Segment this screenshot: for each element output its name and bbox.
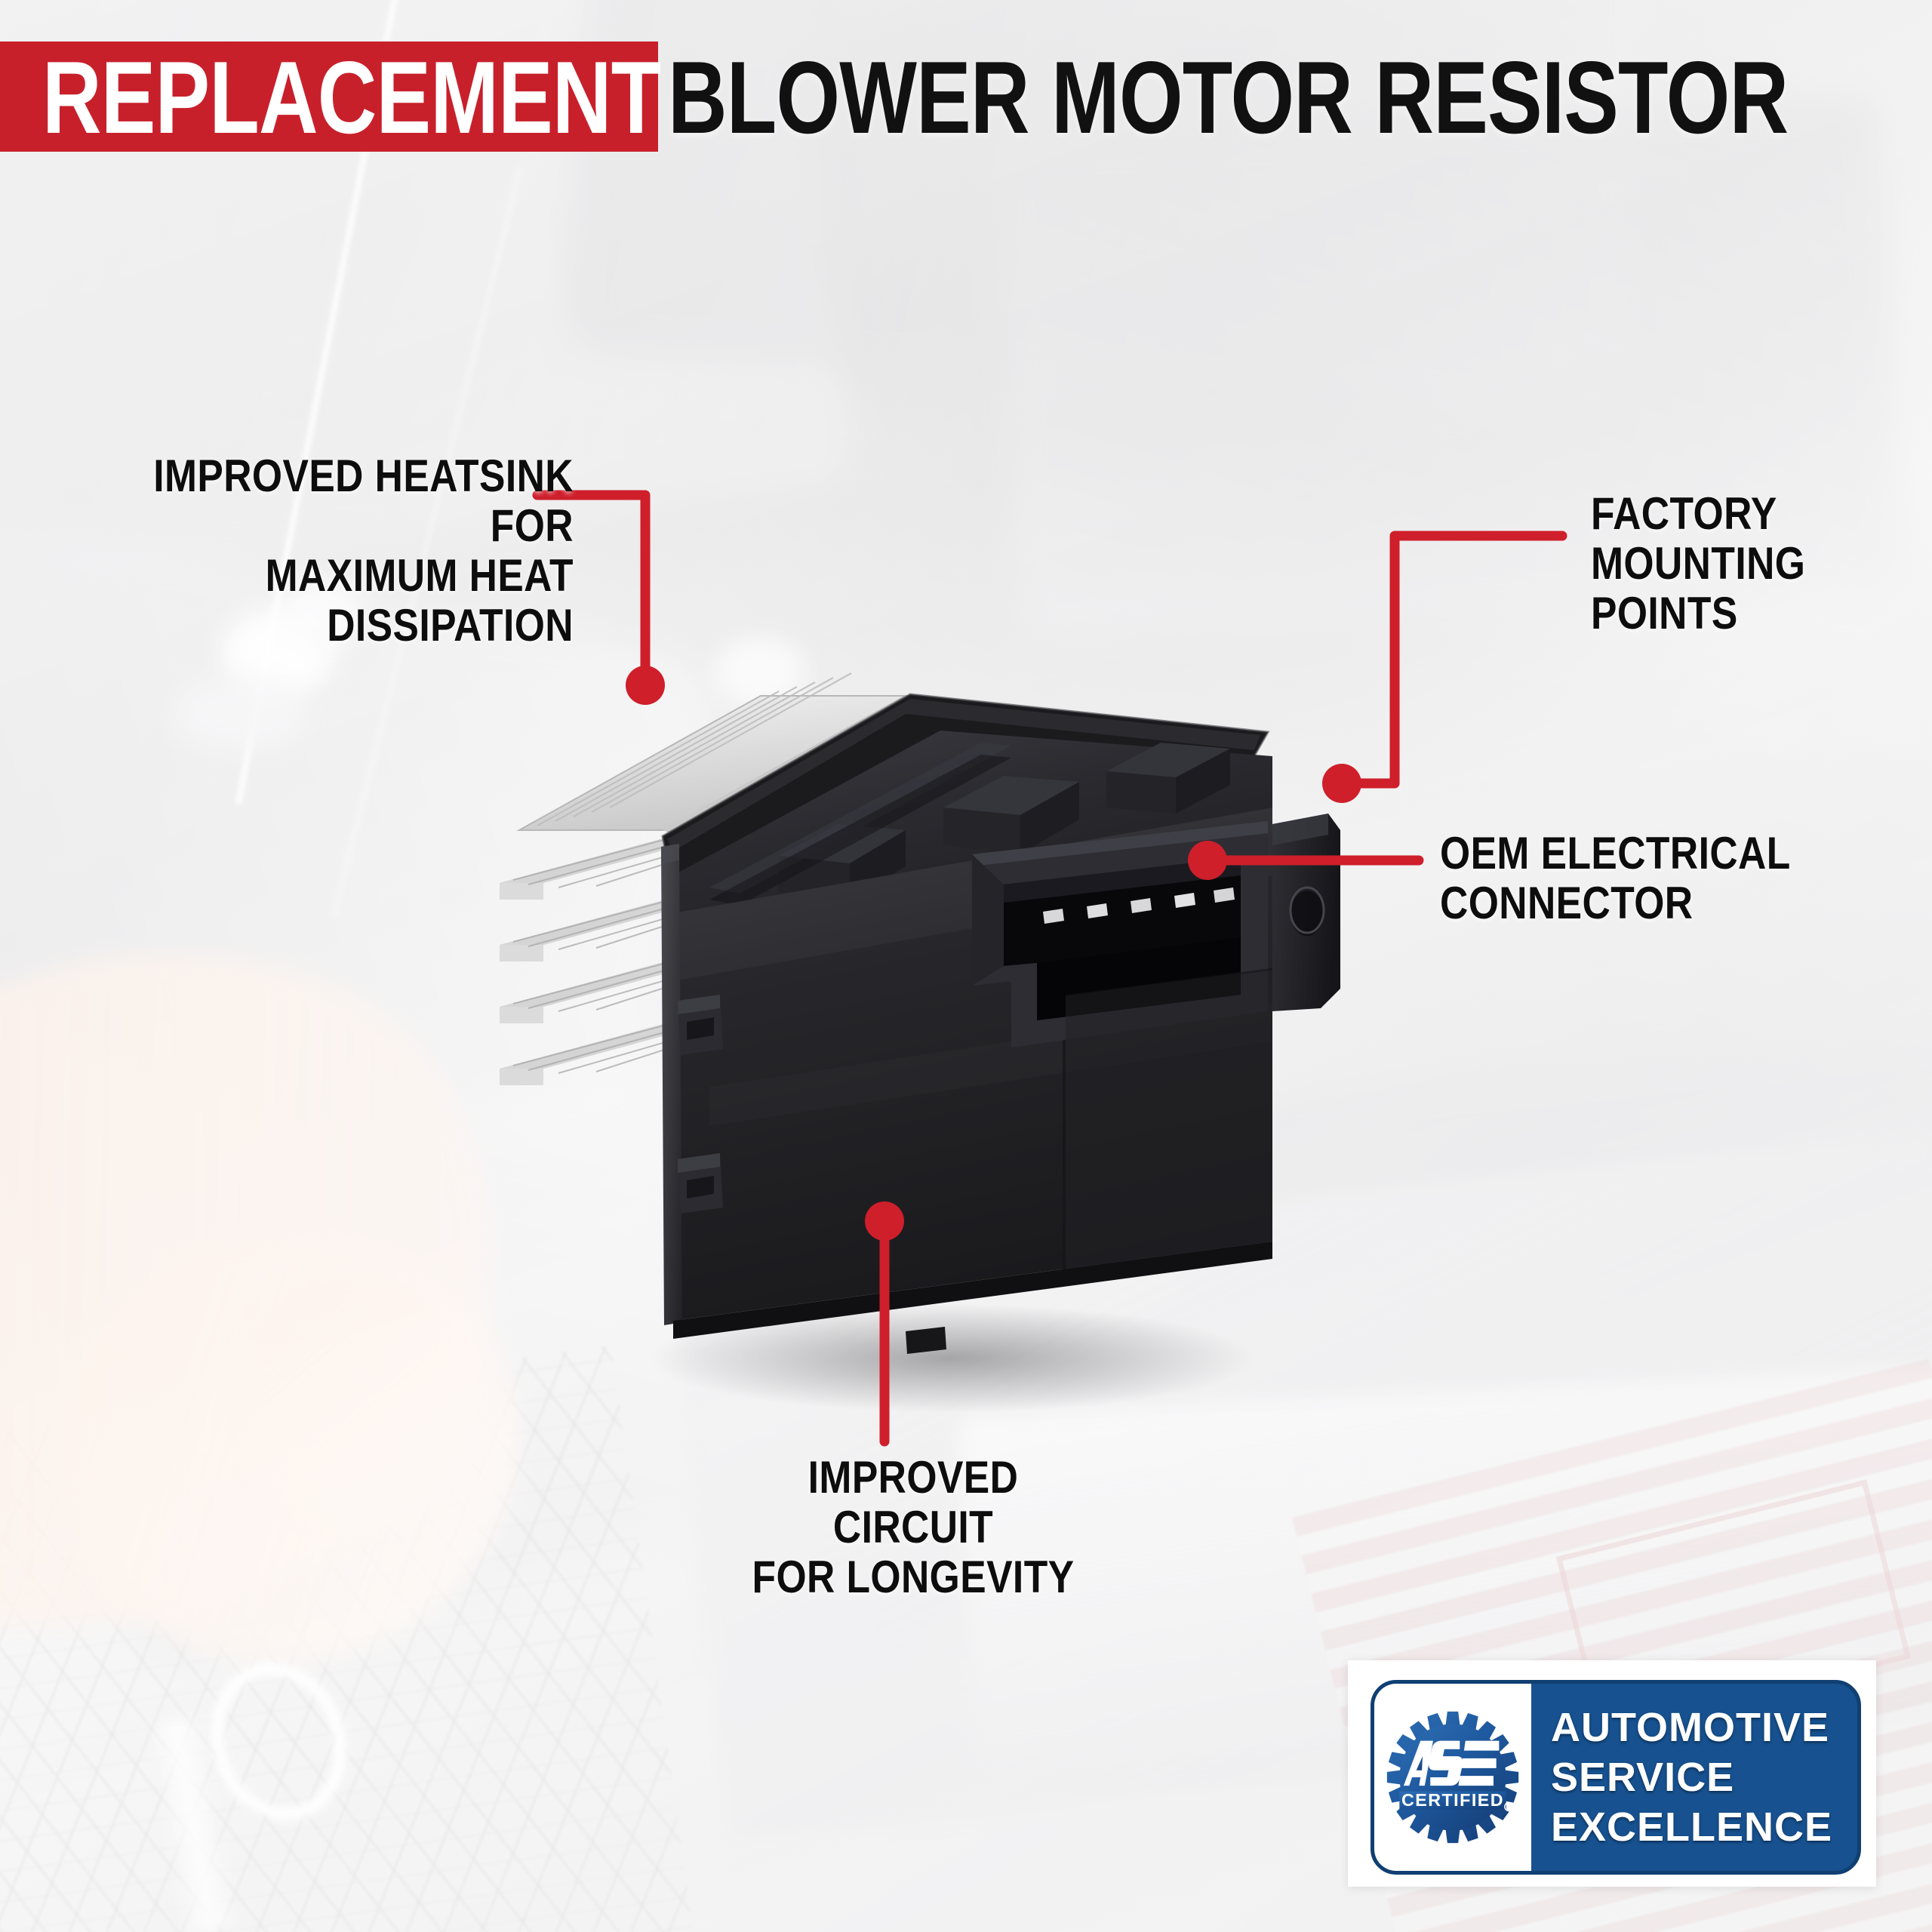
page-title: BLOWER MOTOR RESISTOR <box>668 40 1789 155</box>
engine-highlight-blob-2 <box>715 637 806 706</box>
mechanic-knuckles <box>232 1275 483 1527</box>
leader-dot-mounting <box>1322 764 1361 803</box>
leader-dot-connector <box>1188 841 1227 880</box>
product-drop-shadow <box>649 1304 1253 1413</box>
engine-highlight-blob <box>174 676 310 752</box>
leader-dot-heatsink <box>626 666 665 705</box>
leader-heatsink <box>532 490 651 686</box>
ase-badge-inner: CERTIFIED AUTOMOTIVE SERVICE EXCELLENCE <box>1371 1680 1861 1875</box>
ase-certified-badge: CERTIFIED AUTOMOTIVE SERVICE EXCELLENCE <box>1348 1660 1876 1887</box>
replacement-badge-bg <box>0 42 658 152</box>
callout-label-oem-connector: OEM ELECTRICAL CONNECTOR <box>1440 828 1791 928</box>
ase-badge-text: AUTOMOTIVE SERVICE EXCELLENCE <box>1531 1684 1857 1871</box>
ase-line-automotive: AUTOMOTIVE <box>1551 1705 1830 1750</box>
housing-lower-block <box>1066 969 1272 1274</box>
ase-line-service: SERVICE <box>1551 1755 1735 1800</box>
callout-label-improved-circuit: IMPROVED CIRCUIT FOR LONGEVITY <box>752 1452 1075 1602</box>
housing-left-rim <box>661 844 682 1325</box>
leader-mounting <box>1346 531 1567 789</box>
leader-dot-circuit <box>865 1201 904 1241</box>
resistor-housing <box>661 693 1340 1354</box>
callout-label-heatsink: IMPROVED HEATSINK FOR MAXIMUM HEAT DISSI… <box>153 451 574 651</box>
ase-line-excellence: EXCELLENCE <box>1551 1804 1833 1850</box>
callout-label-mounting-points: FACTORY MOUNTING POINTS <box>1591 488 1806 638</box>
housing-bottom-edge <box>673 1241 1272 1339</box>
mounting-clip <box>678 1153 723 1214</box>
ase-certified-text: CERTIFIED <box>1401 1790 1504 1810</box>
mounting-hole <box>1291 891 1324 936</box>
connector-pins <box>1043 888 1235 924</box>
product-image <box>500 672 1340 1413</box>
header: REPLACEMENT BLOWER MOTOR RESISTOR <box>0 0 1932 165</box>
ase-gear-icon: CERTIFIED <box>1386 1711 1519 1844</box>
ase-logo-panel: CERTIFIED <box>1374 1684 1531 1871</box>
mounting-clip <box>678 995 723 1055</box>
reservoir-cap-blob <box>280 580 364 648</box>
